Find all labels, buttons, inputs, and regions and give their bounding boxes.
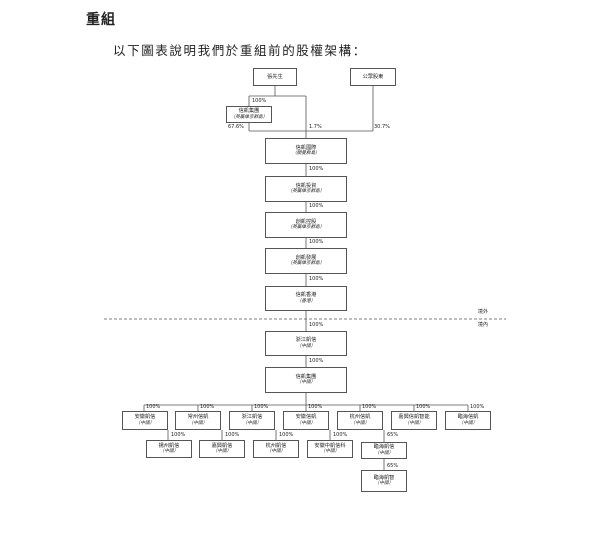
gs4-box: 安徽中凱信科 （中國） <box>307 440 353 458</box>
holdco-jurisdiction: （英屬維京群島） <box>287 225 325 231</box>
bvi3-name: 創凱發展 <box>295 254 317 261</box>
public-shareholders-box: 公眾股東 <box>350 68 396 86</box>
bvi3-jurisdiction: （英屬維京群島） <box>287 261 325 267</box>
sub7-box: 臨海信凱 （中國） <box>445 411 491 430</box>
pct-s3: 100% <box>254 404 269 410</box>
sub4-jurisdiction: （中國） <box>296 420 316 426</box>
holdings-name: 信凱國際 <box>295 144 317 151</box>
holdco-name: 創凱控股 <box>295 218 317 225</box>
shareholder-box: 張先生 <box>253 68 297 86</box>
group-box: 信凱集團 （英屬維京群島） <box>226 106 272 123</box>
pct-e: 100% <box>309 166 324 172</box>
prc2-box: 信凱集團 （中國） <box>265 367 347 393</box>
pct-g5: 65% <box>387 432 399 438</box>
pct-g3: 100% <box>279 432 294 438</box>
prc1-jurisdiction: （中國） <box>296 343 316 349</box>
gs1-name: 揚州凱信 <box>158 442 180 449</box>
invest-box: 信凱投資 （英屬維京群島） <box>265 176 347 202</box>
pct-d: 30.7% <box>374 124 390 130</box>
gs3-box: 杭州凱信 （中國） <box>253 440 299 458</box>
group-jurisdiction: （英屬維京群島） <box>230 114 268 120</box>
pct-g6: 65% <box>387 463 399 469</box>
sub4-box: 安徽信凱 （中國） <box>283 411 329 430</box>
gs4-name: 安徽中凱信科 <box>314 442 346 449</box>
shareholder-name: 張先生 <box>267 73 283 80</box>
section-heading: 重組 <box>86 12 116 28</box>
invest-name: 信凱投資 <box>295 182 317 189</box>
sub7-jurisdiction: （中國） <box>458 420 478 426</box>
hk-jurisdiction: （香港） <box>296 298 316 304</box>
pct-h: 100% <box>309 276 324 282</box>
sub6-jurisdiction: （中國） <box>404 420 424 426</box>
sub3-name: 浙江凱信 <box>241 414 263 421</box>
pct-i: 100% <box>309 322 324 328</box>
sub5-box: 杭州信凱 （中國） <box>337 411 383 430</box>
gs2-box: 嘉興凱信 （中國） <box>199 440 245 458</box>
pct-s5: 100% <box>362 404 377 410</box>
pct-c: 1.7% <box>309 124 322 130</box>
pct-s4: 100% <box>308 404 323 410</box>
gs6-box: 臨海凱智 （中國） <box>361 470 407 492</box>
hk-box: 信凱香港 （香港） <box>265 286 347 311</box>
pct-b: 67.6% <box>228 124 244 130</box>
invest-jurisdiction: （英屬維京群島） <box>287 189 325 195</box>
sub3-jurisdiction: （中國） <box>242 420 262 426</box>
pct-g4: 100% <box>333 432 348 438</box>
pct-s1: 100% <box>146 404 161 410</box>
pct-g2: 100% <box>225 432 240 438</box>
sub1-jurisdiction: （中國） <box>135 420 155 426</box>
pct-g1: 100% <box>171 432 186 438</box>
prc1-box: 浙江凱信 （中國） <box>265 331 347 356</box>
gs2-jurisdiction: （中國） <box>212 449 232 455</box>
gs2-name: 嘉興凱信 <box>211 442 233 449</box>
gs6-name: 臨海凱智 <box>373 474 395 481</box>
sub2-jurisdiction: （中國） <box>188 420 208 426</box>
onshore-label: 境內 <box>478 322 489 328</box>
pct-a: 100% <box>252 98 267 104</box>
gs3-name: 杭州凱信 <box>265 442 287 449</box>
group-name: 信凱集團 <box>238 108 260 115</box>
pct-j: 100% <box>309 358 324 364</box>
holdco-box: 創凱控股 （英屬維京群島） <box>265 212 347 238</box>
bvi3-box: 創凱發展 （英屬維京群島） <box>265 248 347 274</box>
sub5-jurisdiction: （中國） <box>350 420 370 426</box>
prc2-jurisdiction: （中國） <box>296 380 316 386</box>
pct-s2: 100% <box>200 404 215 410</box>
gs1-jurisdiction: （中國） <box>159 449 179 455</box>
sub7-name: 臨海信凱 <box>457 414 479 421</box>
prc1-name: 浙江凱信 <box>295 337 317 344</box>
gs3-jurisdiction: （中國） <box>266 449 286 455</box>
sub5-name: 杭州信凱 <box>349 414 371 421</box>
pct-f: 100% <box>309 203 324 209</box>
prc2-name: 信凱集團 <box>295 373 317 380</box>
gs1-box: 揚州凱信 （中國） <box>146 440 192 458</box>
gs5-box: 臨海凱信 （中國） <box>361 442 407 459</box>
public-name: 公眾股東 <box>362 73 384 80</box>
hk-name: 信凱香港 <box>295 292 317 299</box>
holdings-box: 信凱國際 （開曼群島） <box>265 138 347 164</box>
gs5-jurisdiction: （中國） <box>374 450 394 456</box>
sub1-box: 安徽凱信 （中國） <box>122 411 168 430</box>
pct-g: 100% <box>309 239 324 245</box>
offshore-label: 境外 <box>478 309 489 315</box>
pct-s7: 100% <box>470 404 485 410</box>
sub2-name: 常州信凱 <box>187 414 209 421</box>
sub3-box: 浙江凱信 （中國） <box>229 411 275 430</box>
sub4-name: 安徽信凱 <box>295 414 317 421</box>
gs5-name: 臨海凱信 <box>373 444 395 451</box>
pct-s6: 100% <box>416 404 431 410</box>
sub6-name: 嘉興信凱智能 <box>398 414 430 421</box>
holdings-jurisdiction: （開曼群島） <box>292 151 320 157</box>
gs6-jurisdiction: （中國） <box>374 481 394 487</box>
sub6-box: 嘉興信凱智能 （中國） <box>391 411 437 430</box>
gs4-jurisdiction: （中國） <box>320 449 340 455</box>
sub1-name: 安徽凱信 <box>134 414 156 421</box>
sub2-box: 常州信凱 （中國） <box>175 411 221 430</box>
intro-text: 以下圖表說明我們於重組前的股權架構： <box>113 43 367 58</box>
